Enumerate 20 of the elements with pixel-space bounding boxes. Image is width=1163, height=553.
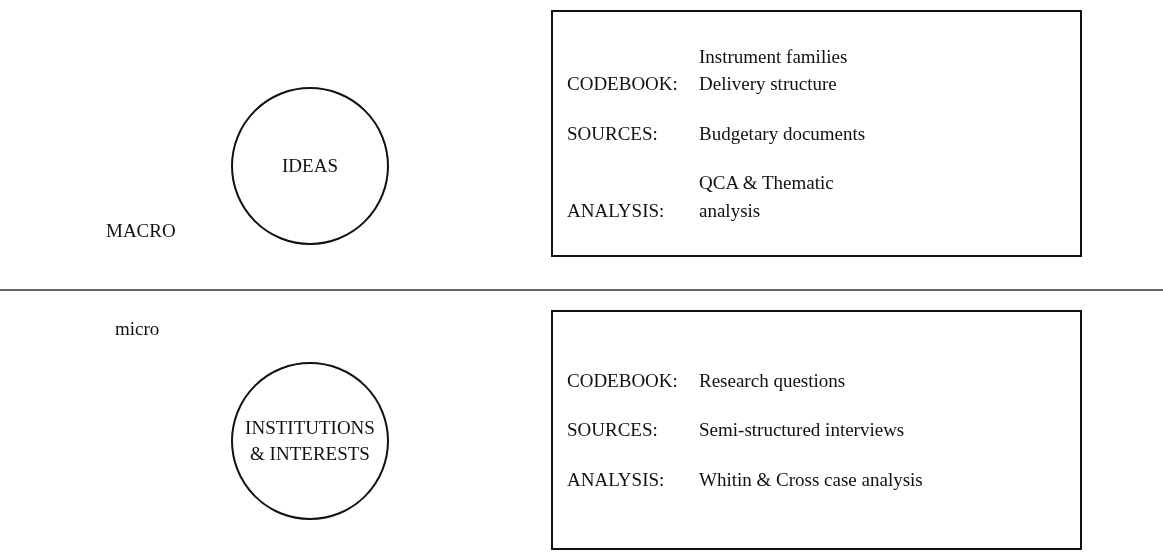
field-value: Instrument families Delivery structure (699, 44, 849, 97)
field-label: CODEBOOK: (567, 72, 679, 97)
field-label: CODEBOOK: (567, 368, 679, 393)
field-label: ANALYSIS: (567, 467, 666, 492)
method-box (551, 10, 1082, 257)
method-box (551, 310, 1082, 550)
field-label: ANALYSIS: (567, 198, 666, 223)
concept-circle (231, 362, 389, 520)
field-label: SOURCES: (567, 121, 659, 146)
concept-label: INSTITUTIONS & INTERESTS (245, 416, 375, 466)
level-label: micro (115, 318, 160, 340)
field-value: Semi-structured interviews (699, 418, 906, 443)
field-value: QCA & Thematic analysis (699, 171, 835, 223)
field-value: Budgetary documents (699, 121, 867, 146)
level-label: MACRO (106, 220, 176, 242)
field-value: Research questions (699, 368, 847, 393)
field-value: Whitin & Cross case analysis (699, 467, 924, 492)
concept-label: IDEAS (281, 154, 339, 179)
field-label: SOURCES: (567, 418, 659, 443)
concept-circle (231, 87, 389, 245)
